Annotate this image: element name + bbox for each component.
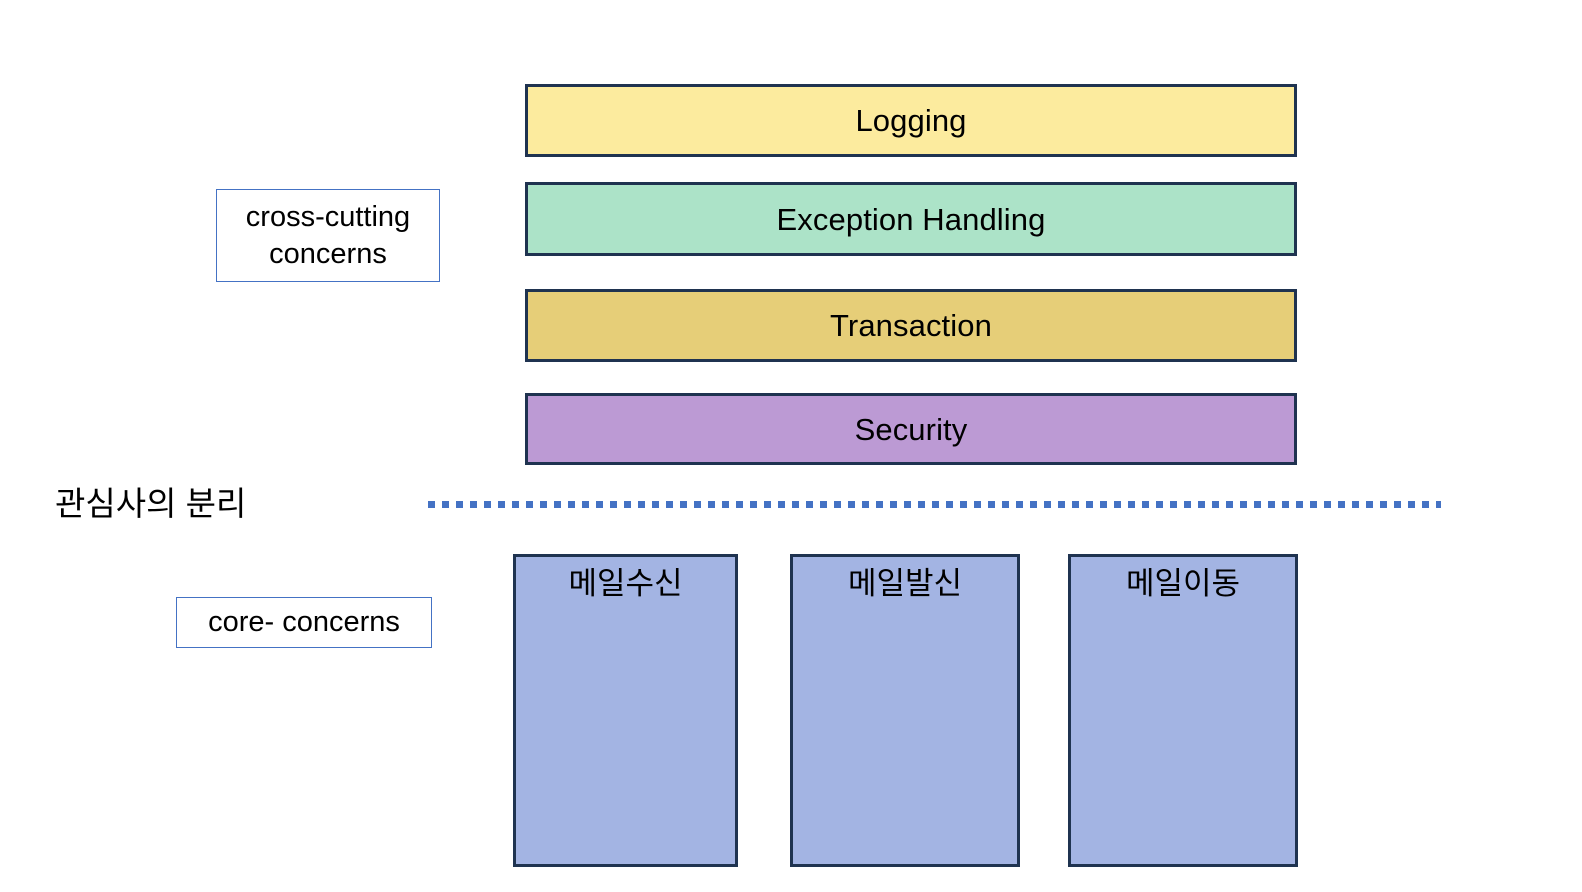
core-box-mail-receive[interactable]: 메일수신	[513, 554, 738, 867]
core-box-mail-receive-label: 메일수신	[568, 566, 683, 601]
core-box-mail-send-label: 메일발신	[847, 566, 963, 601]
aspect-bar-security-label: Security	[854, 411, 968, 447]
core-box-mail-send[interactable]: 메일발신	[790, 554, 1020, 867]
separation-divider-line	[428, 501, 1441, 508]
legend-core-concerns[interactable]: core- concerns	[176, 597, 432, 648]
legend-cross-cutting-line1: cross-cutting	[245, 201, 411, 234]
legend-cross-cutting-concerns[interactable]: cross-cutting concerns	[216, 189, 440, 282]
separation-of-concerns-caption: 관심사의 분리	[55, 485, 247, 522]
aspect-bar-exception-handling-label: Exception Handling	[776, 201, 1046, 237]
aspect-bar-security[interactable]: Security	[525, 393, 1297, 465]
aspect-bar-logging-label: Logging	[855, 103, 967, 138]
legend-cross-cutting-line2: concerns	[269, 237, 387, 270]
aspect-bar-transaction[interactable]: Transaction	[525, 289, 1297, 362]
aspect-bar-exception-handling[interactable]: Exception Handling	[525, 182, 1297, 256]
aspect-bar-transaction-label: Transaction	[830, 308, 992, 343]
core-box-mail-move-label: 메일이동	[1125, 566, 1241, 601]
legend-core-concerns-label: core- concerns	[208, 606, 400, 639]
aspect-bar-logging[interactable]: Logging	[525, 84, 1297, 157]
core-box-mail-move[interactable]: 메일이동	[1068, 554, 1298, 867]
